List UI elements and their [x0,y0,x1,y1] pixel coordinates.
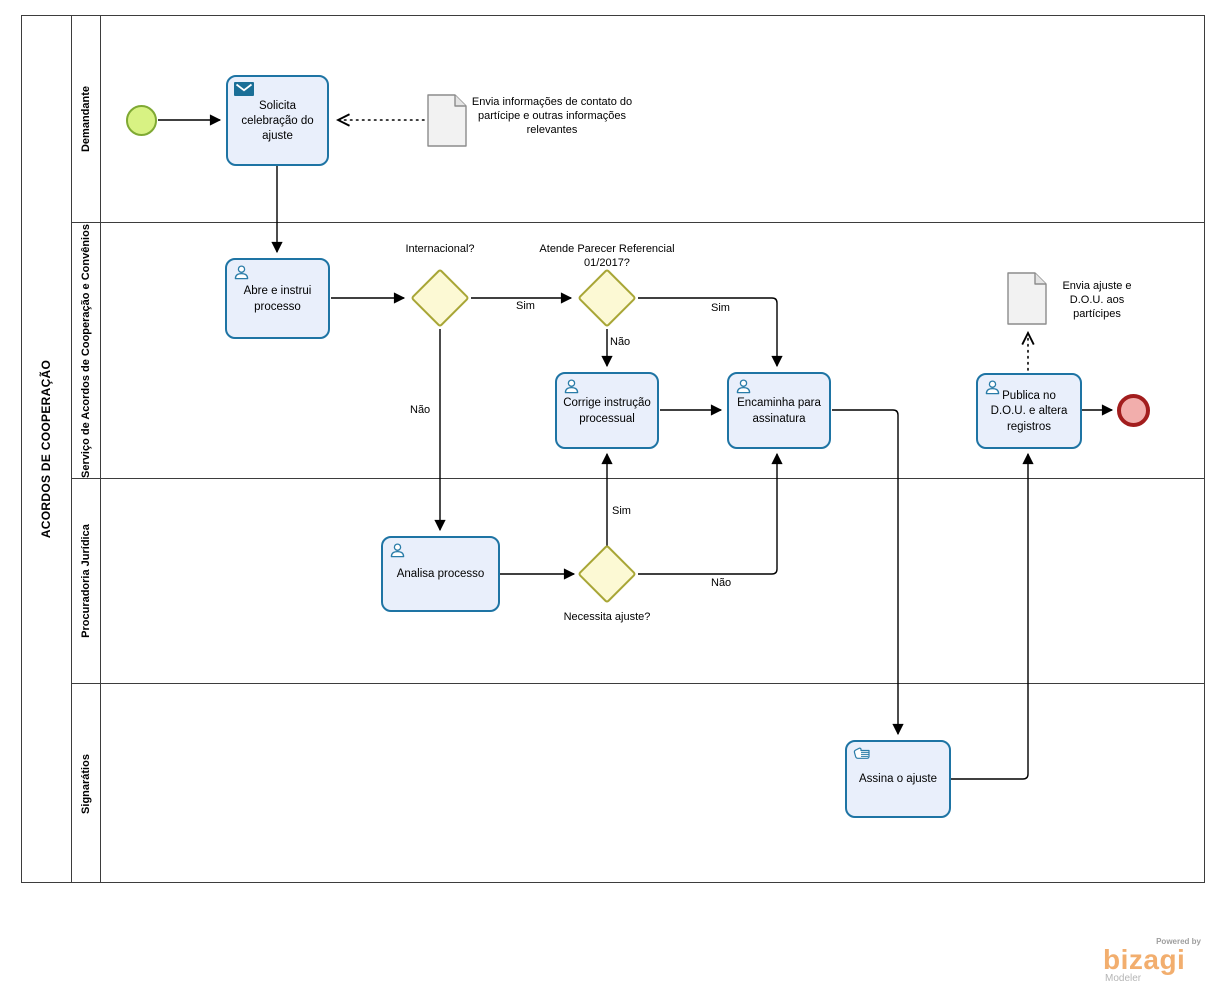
task-label: Corrige instrução processual [563,397,651,425]
modeler-label: Modeler [1105,973,1142,984]
edge-label-nao: Não [410,404,431,416]
task-label: Solicita celebração do ajuste [241,99,314,143]
data-object-label: Envia informações de contato do partícip… [471,96,633,136]
edge-label-sim: Sim [516,300,535,312]
hand-icon [853,747,871,760]
lane-procuradoria-juridica-header[interactable]: Procuradoria Jurídica [72,479,101,683]
user-icon [389,543,406,558]
user-icon [735,379,752,394]
task-abre-instrui[interactable]: Abre e instrui processo [225,258,330,339]
pool-title-label: ACORDOS DE COOPERAÇÃO [39,359,54,539]
user-icon [984,380,1001,395]
lane-label: Signarátios [80,753,92,814]
gateway-label-internacional: Internacional? [405,243,475,255]
gateway-label-atende-parecer: Atende Parecer Referencial 01/2017? [539,243,675,269]
lane-demandante[interactable]: Demandante [72,16,1204,223]
lane-signatarios[interactable]: Signarátios [72,684,1204,883]
message-icon [234,82,254,96]
gateway-label-necessita-ajuste: Necessita ajuste? [563,611,651,623]
end-event[interactable] [1117,394,1150,427]
edge-label-nao: Não [610,336,631,348]
user-icon [233,265,250,280]
data-object-informacoes-contato[interactable] [427,94,467,147]
lane-label: Demandante [80,85,92,153]
user-icon [563,379,580,394]
bizagi-logo: bizagi [1103,944,1186,975]
task-encaminha-assinatura[interactable]: Encaminha para assinatura [727,372,831,449]
powered-by-label: Powered by [1156,937,1201,946]
task-solicita-celebracao[interactable]: Solicita celebração do ajuste [226,75,329,166]
lane-servico-acordos-header[interactable]: Serviço de Acordos de Cooperação e Convê… [72,223,101,478]
lane-demandante-header[interactable]: Demandante [72,16,101,222]
edge-label-sim: Sim [711,302,730,314]
lane-signatarios-header[interactable]: Signarátios [72,684,101,883]
lane-procuradoria-juridica[interactable]: Procuradoria Jurídica [72,479,1204,684]
task-analisa-processo[interactable]: Analisa processo [381,536,500,612]
start-event[interactable] [126,105,157,136]
lane-label: Procuradoria Jurídica [80,524,92,638]
lane-label: Serviço de Acordos de Cooperação e Convê… [80,223,93,478]
pool-acordos-de-cooperacao[interactable]: ACORDOS DE COOPERAÇÃO Demandante Serviço… [21,15,1205,883]
task-label: Analisa processo [396,568,485,581]
edge-label-sim: Sim [612,505,631,517]
task-label: Abre e instrui processo [243,285,312,313]
bizagi-branding: Powered by bizagi Modeler [1103,937,1203,984]
task-corrige-instrucao[interactable]: Corrige instrução processual [555,372,659,449]
data-object-label: Envia ajuste e D.O.U. aos partícipes [1062,280,1132,320]
pool-title[interactable]: ACORDOS DE COOPERAÇÃO [22,16,72,882]
task-label: Publica no D.O.U. e altera registros [990,390,1068,433]
task-label: Assina o ajuste [859,773,937,786]
edge-label-nao: Não [711,577,732,589]
data-object-envia-ajuste[interactable] [1007,272,1047,325]
task-publica-dou[interactable]: Publica no D.O.U. e altera registros [976,373,1082,449]
task-label: Encaminha para assinatura [737,397,821,425]
task-assina-ajuste[interactable]: Assina o ajuste [845,740,951,818]
